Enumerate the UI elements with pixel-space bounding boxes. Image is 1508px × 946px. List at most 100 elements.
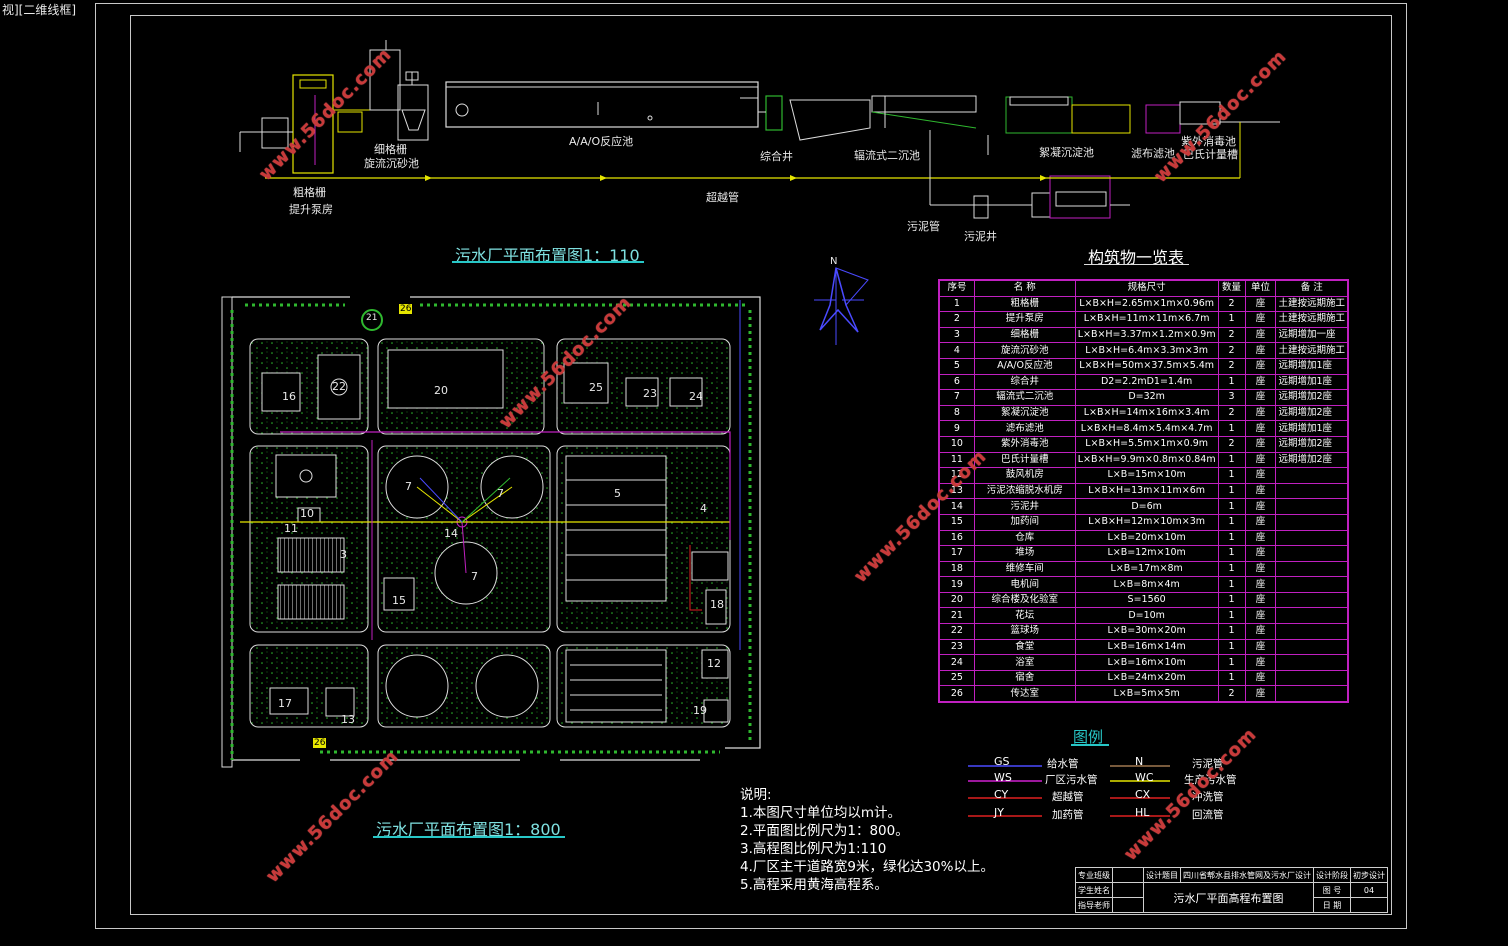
cell-name: 旋流沉砂池 [973,342,1076,359]
cell-qty: 1 [1217,420,1246,437]
cell-size: L×B=20m×10m [1074,529,1219,547]
cell-name: 篮球场 [973,623,1076,640]
cell-unit: 座 [1244,638,1277,656]
cell-no: 17 [938,545,975,562]
cell-size: L×B×H=2.65m×1m×0.96m [1074,295,1219,313]
legend-name-gs: 给水管 [1047,758,1079,770]
cell-note [1275,560,1349,578]
tb-class-label: 专业班级 [1075,867,1113,883]
cell-note: 远期增加2座 [1275,435,1349,453]
col-header-note: 备 注 [1275,279,1349,297]
label-bypass: 超越管 [706,191,739,204]
plan-num-12: 12 [707,657,721,670]
col-header-no: 序号 [938,279,975,297]
cell-qty: 2 [1217,357,1246,375]
legend-name-wc: 生产污水管 [1184,774,1237,786]
cell-no: 10 [938,435,975,453]
cell-unit: 座 [1244,295,1277,313]
cell-qty: 1 [1217,482,1246,500]
coag-tank-structure [1005,96,1073,134]
plan-num-3: 3 [340,548,347,561]
cell-note [1275,467,1349,484]
tb-topic-label: 设计题目 [1143,867,1181,883]
plan-num-4: 4 [700,502,707,515]
cell-unit: 座 [1244,357,1277,375]
cell-size: L×B=17m×8m [1074,560,1219,578]
cell-size: L×B×H=12m×10m×3m [1074,513,1219,531]
cell-name: 传达室 [973,685,1076,703]
cell-no: 4 [938,342,975,359]
cell-qty: 1 [1217,311,1246,328]
cell-qty: 2 [1217,326,1246,344]
tb-student-label: 学生姓名 [1075,882,1113,898]
cell-name: 粗格栅 [973,295,1076,313]
col-header-qty: 数量 [1217,279,1246,297]
outer-frame [95,3,1407,929]
plan-title: 污水厂平面布置图1：800 [376,820,561,839]
label-coag-tank: 絮凝沉淀池 [1039,146,1094,159]
cell-unit: 座 [1244,576,1277,593]
legend-name-n: 污泥管 [1192,758,1224,770]
cell-note: 远期增加2座 [1275,404,1349,422]
label-junction-well: 综合井 [760,150,793,163]
cell-unit: 座 [1244,311,1277,328]
cell-note [1275,513,1349,531]
cell-no: 22 [938,623,975,640]
tb-drawing-no: 04 [1350,882,1388,898]
cell-note [1275,591,1349,609]
label-parshall: 巴氏计量槽 [1183,148,1238,161]
cell-no: 18 [938,560,975,578]
plan-num-23: 23 [643,387,657,400]
cell-qty: 1 [1217,467,1246,484]
inner-frame [130,15,1392,915]
cell-name: 花坛 [973,607,1076,625]
cell-no: 21 [938,607,975,625]
cell-size: L×B=8m×4m [1074,576,1219,593]
col-header-size: 规格尺寸 [1074,279,1219,297]
cell-note: 远期增加2座 [1275,451,1349,469]
legend-lines [968,765,1170,817]
plan-num-14: 14 [444,527,458,540]
plan-num-20: 20 [434,384,448,397]
cell-unit: 座 [1244,591,1277,609]
cell-no: 16 [938,529,975,547]
cell-note: 远期增加1座 [1275,373,1349,391]
cell-unit: 座 [1244,529,1277,547]
legend-code-jy: JY [994,806,1004,819]
col-header-unit: 单位 [1244,279,1277,297]
cell-no: 26 [938,685,975,703]
plan-num-24: 24 [689,390,703,403]
cell-no: 1 [938,295,975,313]
cell-qty: 1 [1217,654,1246,671]
cell-name: A/A/O反应池 [973,357,1076,375]
cell-no: 19 [938,576,975,593]
cell-qty: 2 [1217,435,1246,453]
cell-size: D=10m [1074,607,1219,625]
cell-name: 辐流式二沉池 [973,389,1076,406]
notes-line-5: 5.高程采用黄海高程系。 [740,877,888,893]
filter-structure [1145,104,1181,134]
cell-size: L×B=16m×14m [1074,638,1219,656]
plan-num-11: 11 [284,522,298,535]
tb-date-label: 日 期 [1313,897,1351,913]
tb-topic: 四川省郫水县排水管网及污水厂设计 [1180,867,1314,883]
legend-name-ws: 厂区污水管 [1045,774,1098,786]
cell-unit: 座 [1244,623,1277,640]
cell-note [1275,545,1349,562]
tb-stage-value: 初步设计 [1350,867,1388,883]
cell-note [1275,638,1349,656]
cell-note: 远期增加2座 [1275,389,1349,406]
cell-no: 23 [938,638,975,656]
cell-note: 土建按远期施工 [1275,295,1349,313]
aao-tank-structure [445,81,759,128]
cell-unit: 座 [1244,654,1277,671]
tb-stage-label: 设计阶段 [1313,867,1351,883]
cell-qty: 1 [1217,560,1246,578]
col-header-name: 名 称 [973,279,1076,297]
